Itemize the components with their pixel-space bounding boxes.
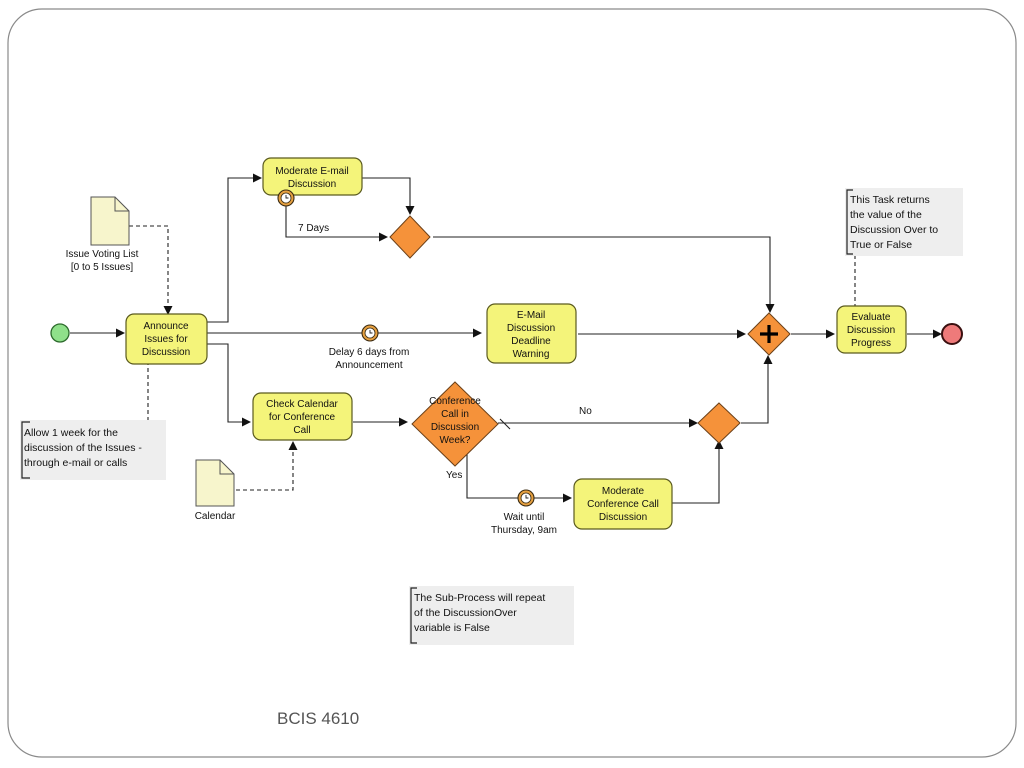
task-line: Moderate E-mail [275,166,348,177]
annotation-line: discussion of the Issues - [24,442,142,454]
start-event[interactable] [50,323,70,343]
data-object-calendar[interactable]: Calendar [195,459,236,522]
document-icon [90,196,130,246]
annotation-line: The Sub-Process will repeat [414,592,545,604]
task-moderate-email[interactable]: Moderate E-mail Discussion [262,157,363,196]
task-line: Discussion [599,512,647,523]
task-line: Announce [143,321,188,332]
task-line: E-Mail [517,310,545,321]
task-line: Issues for [144,334,188,345]
gateway-line: Conference [429,396,481,407]
gateway-line: Week? [440,435,471,446]
task-check-calendar[interactable]: Check Calendar for Conference Call [252,392,353,441]
label-wait: Wait until [504,512,545,523]
task-line: Progress [851,338,891,349]
task-email-deadline-warning[interactable]: E-Mail Discussion Deadline Warning [486,303,577,364]
timer-icon [517,489,535,507]
data-object-label: [0 to 5 Issues] [71,262,133,273]
task-evaluate-progress[interactable]: Evaluate Discussion Progress [836,305,907,354]
timer-icon [277,189,295,207]
task-line: Evaluate [852,312,891,323]
label-delay: Announcement [335,360,402,371]
label-wait: Thursday, 9am [491,525,557,536]
task-line: for Conference [269,412,336,423]
task-line: Discussion [507,323,555,334]
plus-icon [760,325,778,343]
label-delay: Delay 6 days from [329,347,410,358]
data-object-issue-list[interactable]: Issue Voting List [0 to 5 Issues] [66,196,139,273]
end-event[interactable] [941,323,963,345]
annotation-line: variable is False [414,622,490,634]
task-moderate-conference-call[interactable]: Moderate Conference Call Discussion [573,478,673,530]
data-object-label: Calendar [195,511,236,522]
gateway-conference-call-decision[interactable]: Conference Call in Discussion Week? [411,381,499,467]
gateway-parallel[interactable] [747,312,791,356]
annotation-line: the value of the [850,209,922,221]
label-yes: Yes [446,470,462,481]
task-line: Discussion [288,179,336,190]
annotation-allow-week: Allow 1 week for the discussion of the I… [20,420,166,480]
task-line: Discussion [847,325,895,336]
task-line: Call [293,425,310,436]
task-line: Warning [513,349,550,360]
task-line: Deadline [511,336,551,347]
annotation-line: of the DiscussionOver [414,607,517,619]
label-seven-days: 7 Days [298,223,329,234]
task-line: Discussion [142,347,190,358]
annotation-line: through e-mail or calls [24,457,127,469]
footer-course-code: BCIS 4610 [277,709,359,728]
timer-icon [361,324,379,342]
annotation-line: Discussion Over to [850,224,938,236]
annotation-line: True or False [850,239,912,251]
task-line: Check Calendar [266,399,338,410]
label-no: No [579,406,592,417]
task-line: Moderate [602,486,645,497]
annotation-line: Allow 1 week for the [24,427,118,439]
gateway-email-merge[interactable] [389,215,431,259]
sequence-flows [70,173,942,504]
gateway-line: Discussion [431,422,479,433]
associations [129,225,856,491]
gateway-conference-merge[interactable] [697,402,741,444]
task-line: Conference Call [587,499,659,510]
slide-frame [7,8,1017,758]
data-object-label: Issue Voting List [66,249,139,260]
document-icon [195,459,235,507]
gateway-line: Call in [441,409,469,420]
annotation-task-returns: This Task returns the value of the Discu… [845,188,963,256]
task-announce-issues[interactable]: Announce Issues for Discussion [125,313,208,365]
annotation-sub-process: The Sub-Process will repeat of the Discu… [409,586,574,645]
annotation-line: This Task returns [850,194,930,206]
